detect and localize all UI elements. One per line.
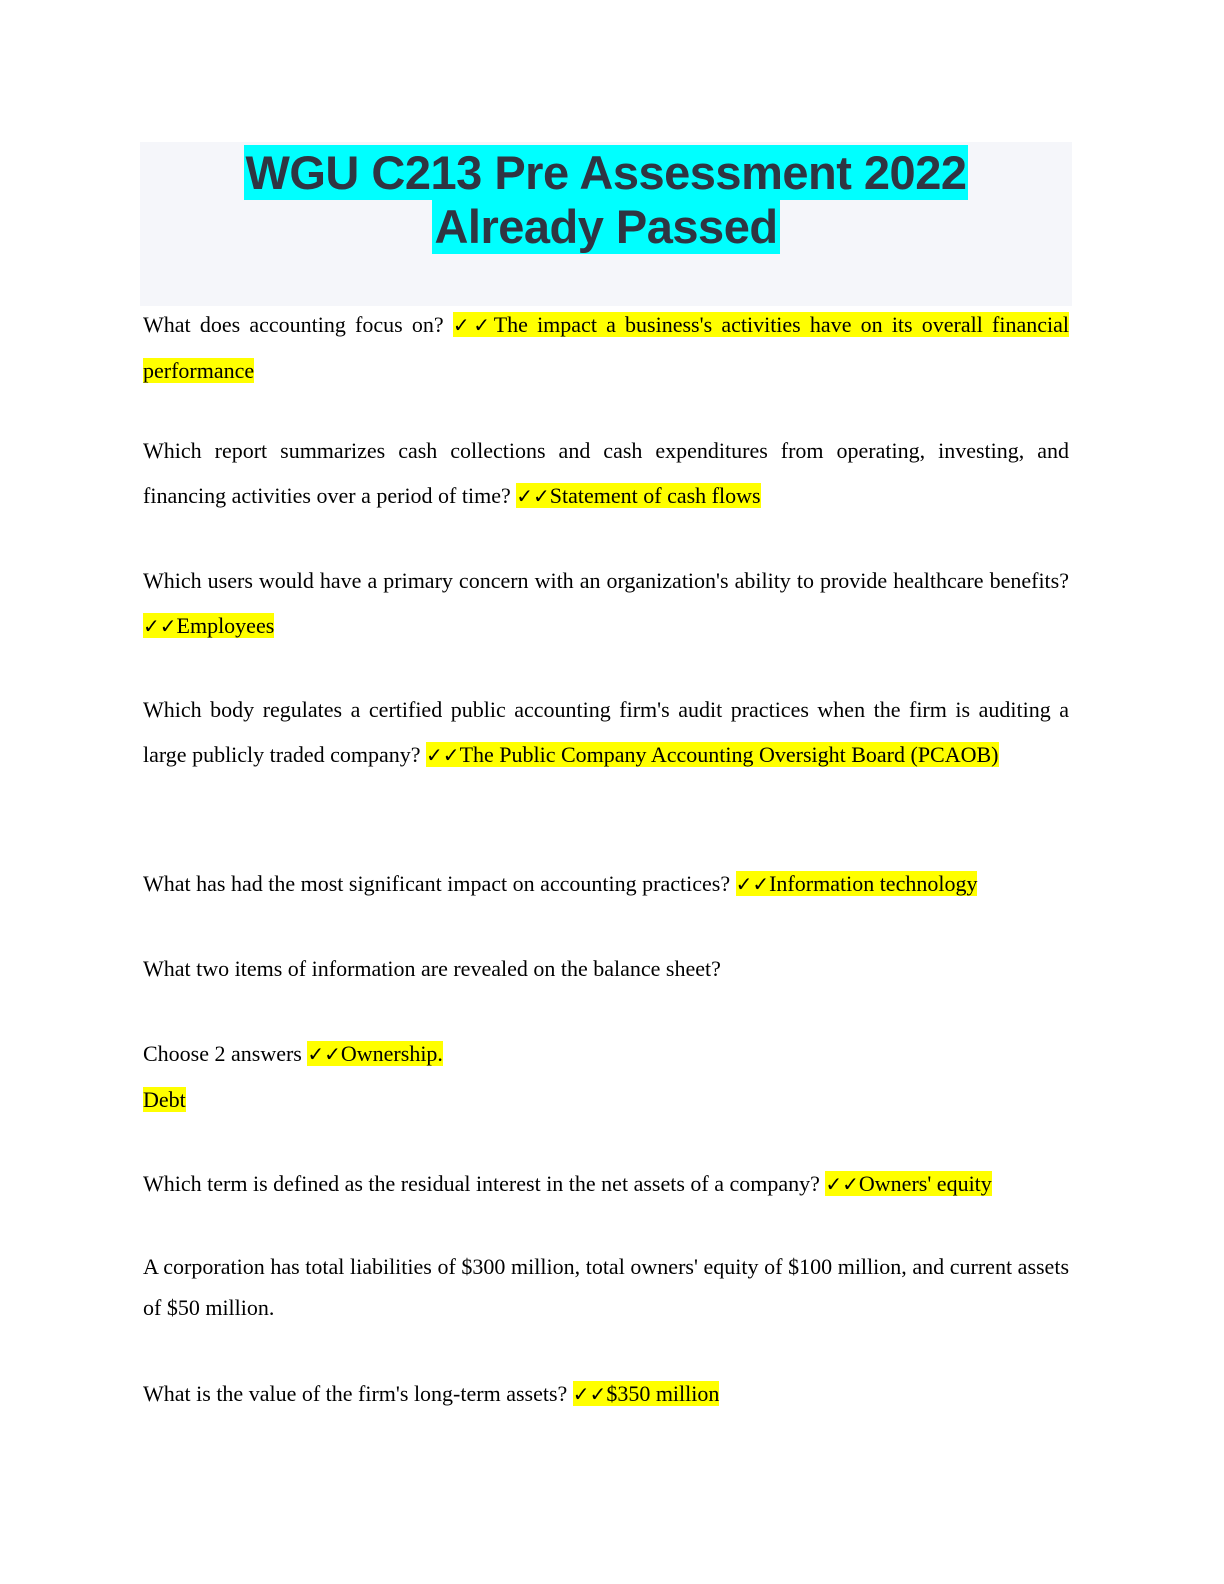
double-check-icon: ✓✓ bbox=[825, 1172, 859, 1196]
title-block: WGU C213 Pre Assessment 2022 Already Pas… bbox=[140, 142, 1072, 306]
question-text: Which body regulates a certified public … bbox=[143, 697, 1069, 767]
answer-highlight: ✓✓Information technology bbox=[735, 871, 978, 896]
answer-text: Statement of cash flows bbox=[549, 483, 761, 508]
qa-item: Choose 2 answers ✓✓Ownership. Debt bbox=[143, 1031, 1069, 1122]
answer-highlight: ✓✓The Public Company Accounting Oversigh… bbox=[426, 742, 999, 767]
double-check-icon: ✓✓ bbox=[452, 313, 494, 337]
answer-text: $350 million bbox=[606, 1381, 720, 1406]
question-text: What does accounting focus on? bbox=[143, 312, 453, 337]
answer-highlight: ✓✓$350 million bbox=[572, 1381, 720, 1406]
answer-highlight: ✓✓Employees bbox=[143, 613, 275, 638]
qa-item: What two items of information are reveal… bbox=[143, 946, 1069, 991]
qa-item: What does accounting focus on? ✓✓The imp… bbox=[143, 302, 1069, 393]
qa-item: Which body regulates a certified public … bbox=[143, 687, 1069, 778]
answer-highlight: ✓✓Statement of cash flows bbox=[516, 483, 761, 508]
answer-highlight: ✓✓Ownership. bbox=[307, 1041, 443, 1066]
qa-item: What has had the most significant impact… bbox=[143, 861, 1069, 907]
qa-item: What is the value of the firm's long-ter… bbox=[143, 1371, 1069, 1417]
answer-text-second: Debt bbox=[143, 1087, 186, 1112]
double-check-icon: ✓✓ bbox=[735, 872, 770, 896]
double-check-icon: ✓✓ bbox=[426, 743, 460, 767]
question-text: A corporation has total liabilities of $… bbox=[143, 1254, 1069, 1320]
answer-text: Information technology bbox=[769, 871, 978, 896]
answer-text: Owners' equity bbox=[858, 1171, 992, 1196]
double-check-icon: ✓✓ bbox=[143, 614, 177, 638]
question-text: Which report summarizes cash collections… bbox=[143, 438, 1069, 508]
question-text: Which term is defined as the residual in… bbox=[143, 1171, 826, 1196]
answer-text: Ownership. bbox=[340, 1041, 443, 1066]
qa-item: Which users would have a primary concern… bbox=[143, 558, 1069, 649]
qa-item: A corporation has total liabilities of $… bbox=[143, 1246, 1069, 1328]
document-title-line2: Already Passed bbox=[432, 199, 780, 254]
double-check-icon: ✓✓ bbox=[572, 1382, 607, 1406]
qa-item: Which report summarizes cash collections… bbox=[143, 428, 1069, 519]
answer-text: The impact a business's activities have … bbox=[143, 312, 1069, 383]
document-title-line1: WGU C213 Pre Assessment 2022 bbox=[243, 145, 969, 200]
question-text: Choose 2 answers bbox=[143, 1041, 308, 1066]
qa-item: Which term is defined as the residual in… bbox=[143, 1161, 1069, 1207]
question-text: What two items of information are reveal… bbox=[143, 956, 721, 981]
question-text: What has had the most significant impact… bbox=[143, 871, 736, 896]
question-text: What is the value of the firm's long-ter… bbox=[143, 1381, 573, 1406]
answer-text: The Public Company Accounting Oversight … bbox=[459, 742, 999, 767]
question-text: Which users would have a primary concern… bbox=[143, 568, 1069, 593]
answer-highlight: ✓✓Owners' equity bbox=[825, 1171, 992, 1196]
answer-text: Employees bbox=[176, 613, 275, 638]
double-check-icon: ✓✓ bbox=[516, 484, 550, 508]
double-check-icon: ✓✓ bbox=[307, 1042, 341, 1066]
